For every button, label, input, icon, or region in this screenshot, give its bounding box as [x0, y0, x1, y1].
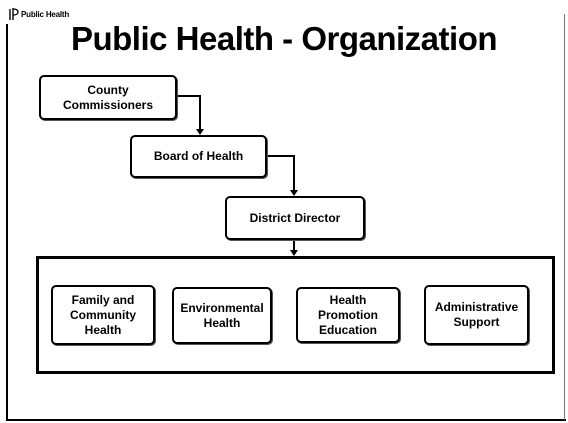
org-box-district-director: District Director — [225, 196, 365, 240]
org-box-label: Board of Health — [153, 149, 244, 163]
slide-border-left — [6, 24, 8, 420]
org-box-label: County Commissioners — [62, 82, 154, 112]
public-health-logo-icon — [9, 8, 19, 20]
division-box-administrative-support: Administrative Support — [424, 285, 529, 345]
slide-border-right — [564, 14, 565, 420]
division-box-environmental-health: Environmental Health — [172, 287, 272, 344]
division-box-family-community-health: Family and Community Health — [51, 285, 155, 345]
org-box-county-commissioners: County Commissioners — [39, 75, 177, 120]
division-label: Health Promotion Education — [318, 292, 378, 337]
slide-border-bottom — [6, 419, 566, 421]
connector-commissioners-to-board — [177, 95, 201, 130]
logo-text: Public Health — [21, 9, 70, 19]
arrowhead-board — [196, 129, 204, 135]
division-label: Environmental Health — [180, 300, 264, 330]
division-label: Family and Community Health — [70, 292, 136, 337]
division-label: Administrative Support — [434, 300, 519, 329]
arrowhead-director — [290, 190, 298, 196]
arrowhead-divisions — [290, 250, 298, 256]
logo: Public Health — [9, 7, 69, 21]
division-box-health-promotion-education: Health Promotion Education — [296, 287, 400, 343]
org-box-label: District Director — [249, 210, 341, 225]
connector-board-to-director — [267, 155, 295, 191]
org-box-board-of-health: Board of Health — [130, 135, 267, 178]
page-title: Public Health - Organization — [70, 20, 498, 57]
